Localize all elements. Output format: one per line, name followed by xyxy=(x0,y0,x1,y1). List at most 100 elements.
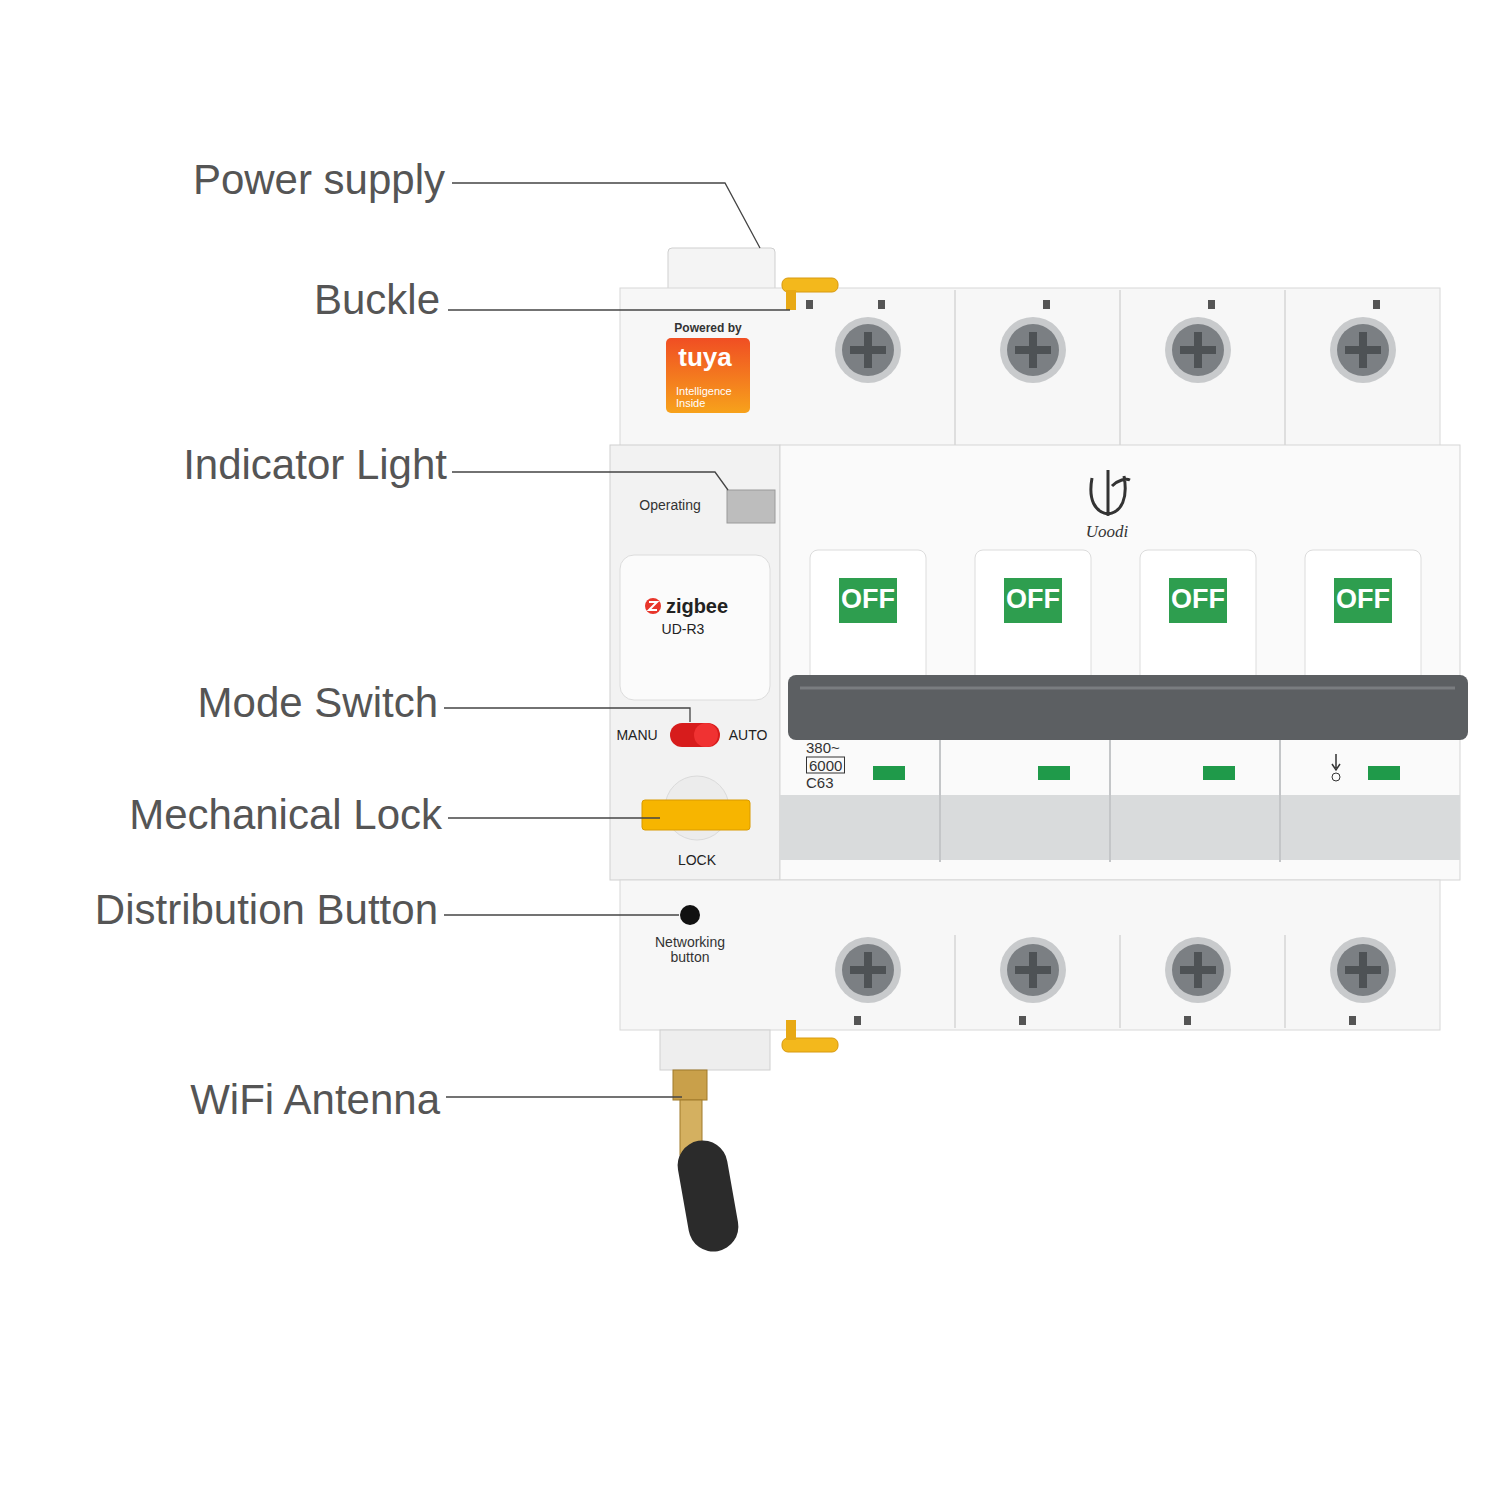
callout-label: Mechanical Lock xyxy=(129,791,442,839)
badge-text: Intelligence Inside xyxy=(676,386,742,409)
handle-housing xyxy=(1140,550,1256,685)
antenna-rod xyxy=(674,1137,743,1256)
callout-label: Indicator Light xyxy=(183,441,447,489)
brand-logo xyxy=(1091,470,1130,516)
pole-divider xyxy=(1284,935,1286,1028)
leader-line xyxy=(448,817,660,818)
screw-rim xyxy=(1330,317,1396,383)
off-flag xyxy=(839,578,897,623)
screw-rim xyxy=(1000,937,1066,1003)
screw-slot xyxy=(1029,332,1037,368)
handle-housing xyxy=(975,550,1091,685)
handle-bar-highlight xyxy=(800,687,1455,690)
terminal-mark xyxy=(1373,300,1380,309)
switch-state: OFF xyxy=(1336,584,1390,615)
model-text: UD-R3 xyxy=(662,621,705,637)
antenna-base xyxy=(660,1030,770,1070)
leader-line xyxy=(446,1096,682,1097)
terminal-mark xyxy=(1208,300,1215,309)
status-window xyxy=(1368,766,1400,780)
pole-divider xyxy=(954,290,956,445)
lock-text: LOCK xyxy=(678,852,716,868)
tuya-badge xyxy=(666,338,750,413)
switch-state: OFF xyxy=(841,584,895,615)
off-flag xyxy=(1004,578,1062,623)
pole-divider xyxy=(954,935,956,1028)
control-module xyxy=(610,445,780,880)
screw-rim xyxy=(1165,937,1231,1003)
switch-state: OFF xyxy=(1006,584,1060,615)
rating-text: 380~ xyxy=(806,739,840,756)
switch-position: MANU xyxy=(616,727,657,743)
pole-divider xyxy=(1119,935,1121,1028)
symbol-mark xyxy=(1332,773,1340,781)
antenna-nut xyxy=(673,1070,707,1100)
terminal-mark xyxy=(854,1016,861,1025)
handle-housing xyxy=(810,550,926,685)
badge-text: Powered by xyxy=(674,322,741,336)
symbol-mark xyxy=(1332,754,1340,770)
screw-head xyxy=(842,324,894,376)
screw-rim xyxy=(835,937,901,1003)
switch-state: OFF xyxy=(1171,584,1225,615)
screw-head xyxy=(1337,944,1389,996)
terminal-mark xyxy=(1184,1016,1191,1025)
pole-divider xyxy=(1284,290,1286,445)
status-window xyxy=(1038,766,1070,780)
panel-text: Operating xyxy=(639,497,700,513)
terminal-mark xyxy=(806,300,813,309)
off-flag xyxy=(1169,578,1227,623)
switch-position: AUTO xyxy=(729,727,768,743)
terminal-mark xyxy=(1349,1016,1356,1025)
power-connector xyxy=(668,248,775,293)
terminal-mark xyxy=(1043,300,1050,309)
screw-head xyxy=(1007,944,1059,996)
screw-slot xyxy=(1359,332,1367,368)
bottom-housing xyxy=(620,880,1440,1030)
screw-head xyxy=(1172,944,1224,996)
screw-rim xyxy=(1000,317,1066,383)
screw-slot xyxy=(864,332,872,368)
screw-slot xyxy=(1359,952,1367,988)
terminal-mark xyxy=(878,300,885,309)
pole-divider xyxy=(1119,290,1121,445)
networking-button xyxy=(680,905,700,925)
status-window xyxy=(873,766,905,780)
leader-line xyxy=(444,914,679,915)
leader-line xyxy=(452,183,760,248)
screw-slot xyxy=(1194,332,1202,368)
callout-label: Power supply xyxy=(193,156,445,204)
callout-label: Buckle xyxy=(314,276,440,324)
off-flag xyxy=(1334,578,1392,623)
brand-text: zigbee xyxy=(666,595,728,618)
buckle-stem xyxy=(786,290,796,310)
brand-text: Uoodi xyxy=(1086,522,1129,542)
pole-divider xyxy=(1279,740,1281,862)
lock-lever xyxy=(642,800,750,830)
lower-front xyxy=(780,795,1460,860)
screw-rim xyxy=(1165,317,1231,383)
screw-slot xyxy=(1194,952,1202,988)
zigbee-module xyxy=(620,555,770,700)
pole-divider xyxy=(939,740,941,862)
pole-divider xyxy=(1109,740,1111,862)
buckle-stem xyxy=(786,1020,796,1040)
mode-switch-knob xyxy=(694,723,718,747)
button-text: Networking button xyxy=(645,935,735,964)
buckle xyxy=(782,278,838,292)
rating-text: 6000 xyxy=(806,757,845,774)
screw-slot xyxy=(864,952,872,988)
callout-label: Mode Switch xyxy=(198,679,438,727)
top-housing xyxy=(620,288,1440,448)
screw-head xyxy=(1337,324,1389,376)
leader-line xyxy=(448,309,790,310)
leader-line xyxy=(444,708,690,722)
screw-head xyxy=(1007,324,1059,376)
zigbee-icon xyxy=(645,598,661,614)
screw-head xyxy=(842,944,894,996)
mode-switch xyxy=(670,723,720,747)
leader-line xyxy=(452,472,728,490)
callout-label: WiFi Antenna xyxy=(190,1076,440,1124)
